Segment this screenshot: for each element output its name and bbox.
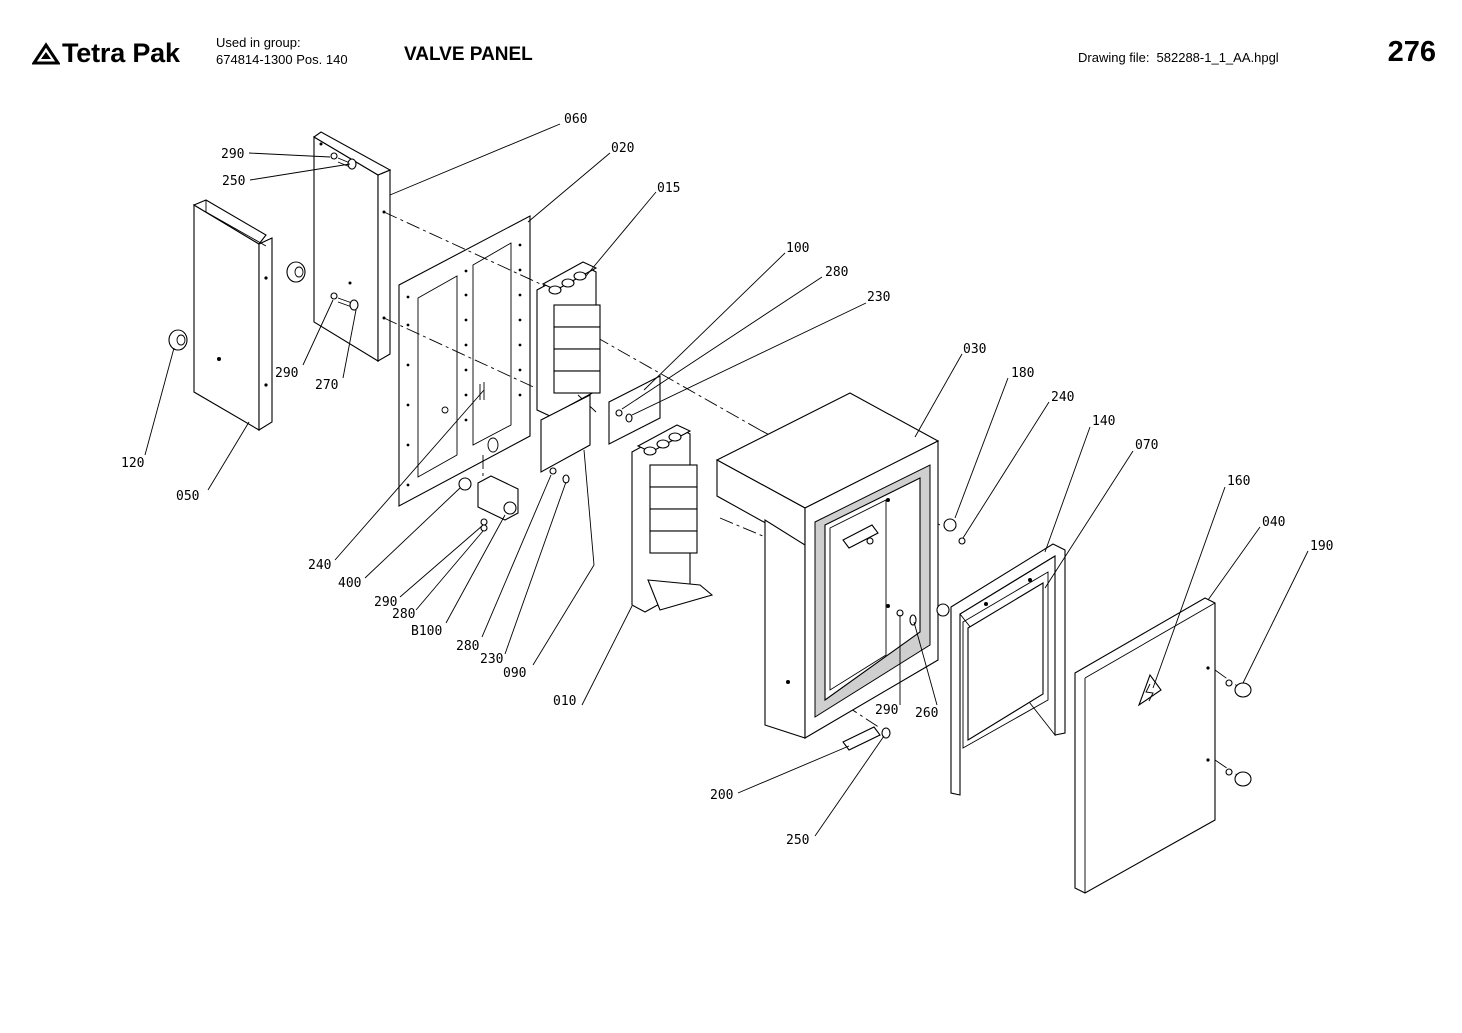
part-190-knobs [1225,679,1252,787]
callout-160: 160 [1227,474,1250,489]
callout-190: 190 [1310,539,1333,554]
part-050-cover [192,199,273,431]
part-120-grommet [168,329,188,351]
callout-270: 270 [315,378,338,393]
part-090-plate [540,394,591,473]
callout-090: 090 [503,666,526,681]
callout-040: 040 [1262,515,1285,530]
callout-015: 015 [657,181,680,196]
callout-290: 290 [374,595,397,610]
callout-400: 400 [338,576,361,591]
drawing-file-label: Drawing file: [1078,50,1150,65]
screws-top-bracket [330,152,359,311]
callout-100: 100 [786,241,809,256]
brand-name: Tetra Pak [62,38,180,68]
part-180-grommet [936,518,966,617]
part-160-warning-label [1137,673,1162,707]
callout-200: 200 [710,788,733,803]
callout-230: 230 [867,290,890,305]
page-title: VALVE PANEL [404,44,533,65]
callout-290: 290 [875,703,898,718]
callout-030: 030 [963,342,986,357]
grommet [286,261,306,283]
tetra-pak-logo: Tetra Pak [32,38,180,69]
part-030-enclosure [715,392,940,739]
callout-280: 280 [456,639,479,654]
callout-020: 020 [611,141,634,156]
tetra-pak-triangle-icon [32,41,60,64]
callout-180: 180 [1011,366,1034,381]
part-060-bracket [312,131,392,362]
callout-labels: 060 020 015 290 250 100 280 230 030 180 … [121,112,1333,848]
used-in-group: Used in group: 674814-1300 Pos. 140 [216,34,348,68]
callout-250: 250 [222,174,245,189]
screws-plate [479,382,633,484]
callout-280: 280 [825,265,848,280]
drawing-file: Drawing file: 582288-1_1_AA.hpgl [1078,50,1279,65]
callout-070: 070 [1135,438,1158,453]
callout-120: 120 [121,456,144,471]
part-b100-valve [458,475,519,532]
callout-240: 240 [1051,390,1074,405]
callout-230: 230 [480,652,503,667]
used-in-group-value: 674814-1300 Pos. 140 [216,52,348,67]
valve-coils-top [553,304,601,394]
leader-lines [144,123,1309,837]
callout-250: 250 [786,833,809,848]
part-140-door-frame [950,543,1066,796]
callout-b100: B100 [411,624,442,639]
drawing-file-value: 582288-1_1_AA.hpgl [1156,50,1279,65]
part-100-plate [608,375,661,445]
callout-010: 010 [553,694,576,709]
part-010-valve-block [631,424,714,613]
callout-060: 060 [564,112,587,127]
callout-260: 260 [915,706,938,721]
used-in-group-label: Used in group: [216,35,301,50]
callout-290: 290 [275,366,298,381]
part-020-mounting-plate [398,215,531,507]
part-015-valve-block [536,261,601,417]
callout-140: 140 [1092,414,1115,429]
callout-050: 050 [176,489,199,504]
callout-290: 290 [221,147,244,162]
page-number: 276 [1387,36,1436,68]
callout-280: 280 [392,607,415,622]
part-040-door [1074,597,1216,894]
callout-240: 240 [308,558,331,573]
valve-coils-bottom [649,464,698,554]
